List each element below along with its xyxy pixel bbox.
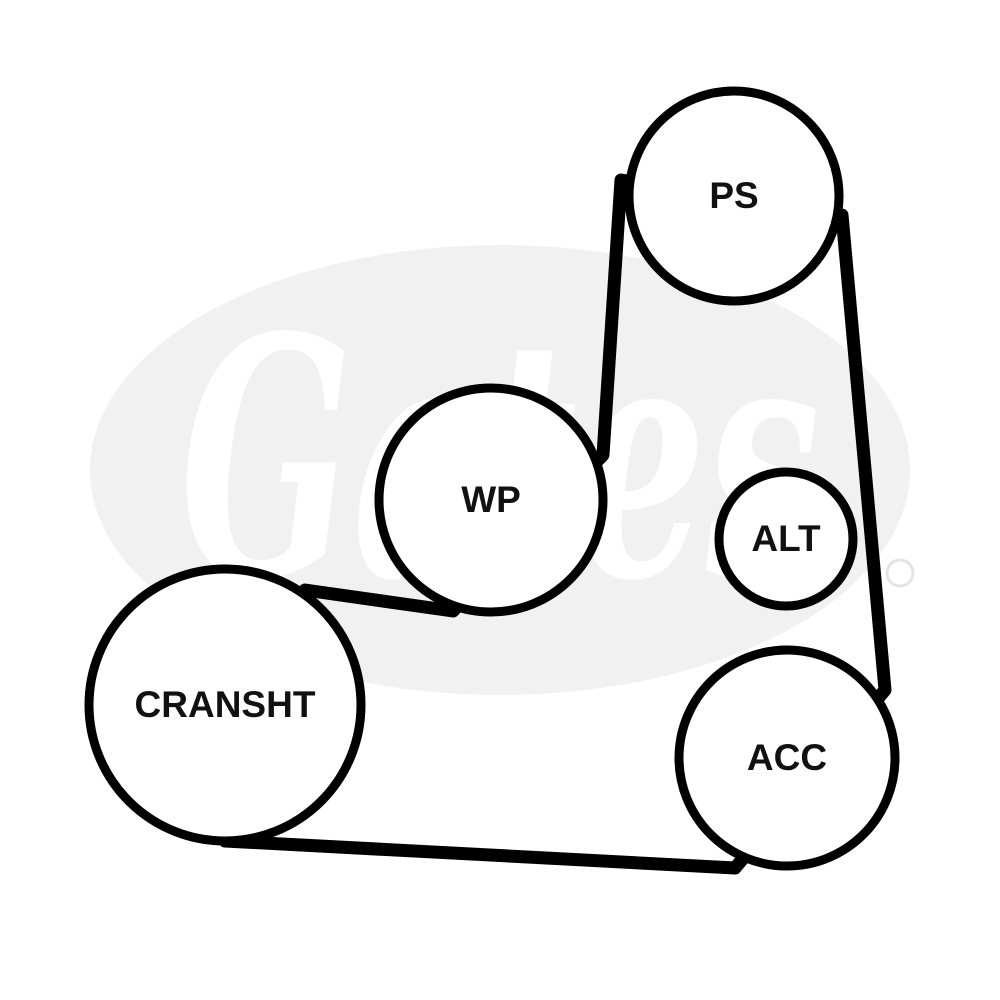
pulley-cransht-circle bbox=[84, 564, 366, 846]
pulley-cransht-label: CRANSHT bbox=[135, 684, 316, 725]
pulley-wp: WP bbox=[374, 383, 608, 617]
pulley-acc-label: ACC bbox=[747, 737, 827, 778]
pulley-ps-circle bbox=[624, 86, 844, 306]
pulley-ps: PS bbox=[624, 86, 844, 306]
pulley-alt-label: ALT bbox=[751, 518, 821, 559]
pulley-acc: ACC bbox=[674, 645, 900, 871]
pulley-alt: ALT bbox=[714, 467, 858, 611]
registered-mark-icon bbox=[885, 558, 915, 588]
pulley-cransht: CRANSHT bbox=[84, 564, 366, 846]
pulley-wp-circle bbox=[374, 383, 608, 617]
pulley-ps-label: PS bbox=[709, 175, 758, 216]
pulley-acc-circle bbox=[674, 645, 900, 871]
pulley-alt-circle bbox=[714, 467, 858, 611]
pulley-wp-label: WP bbox=[461, 479, 521, 520]
